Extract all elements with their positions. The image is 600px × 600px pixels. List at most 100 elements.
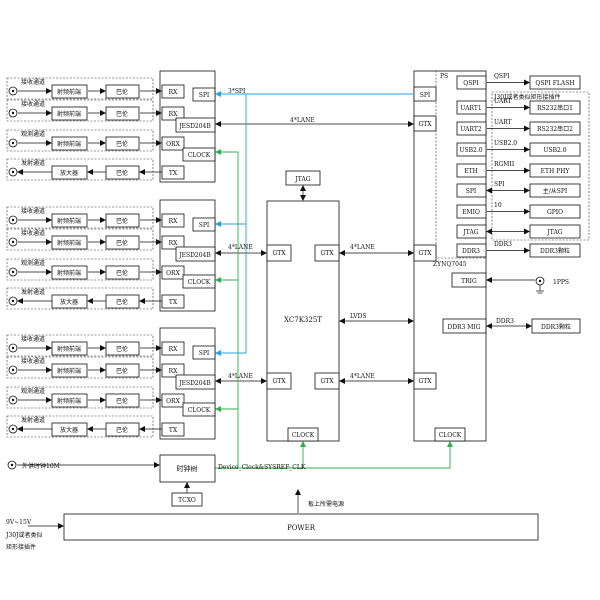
- lane-label-right-2: 4*LANE: [350, 373, 375, 380]
- port-orx: [161, 136, 185, 151]
- board-power-label: 板上所需电源: [308, 500, 344, 508]
- port-tx: [161, 294, 185, 309]
- channel-frame: [6, 158, 154, 181]
- channel-frame: [6, 129, 154, 152]
- rf-front-label: 射频前端: [57, 367, 81, 375]
- ps-device-label: RS232串口1: [537, 104, 573, 112]
- channel-title: 观测通道: [21, 259, 45, 267]
- rf-connector-icon: [8, 267, 18, 277]
- svg-text:GTX: GTX: [418, 121, 432, 128]
- svg-text:GTX: GTX: [272, 250, 286, 257]
- rf-connector-icon: [8, 296, 18, 306]
- balun-label: 巴伦: [116, 110, 128, 118]
- svg-text:CLOCK: CLOCK: [439, 432, 462, 439]
- svg-text:GTX: GTX: [320, 378, 334, 385]
- channel-title: 观测通道: [21, 130, 45, 138]
- ps-port: [456, 142, 487, 157]
- trig-block: TRIG 1PPS: [451, 272, 569, 294]
- balun-label: 巴伦: [116, 345, 128, 353]
- svg-text:GTX: GTX: [272, 378, 286, 385]
- channel-title: 接收通道: [21, 357, 45, 365]
- rf-connector-icon: [8, 365, 18, 375]
- ps-device: [529, 183, 581, 198]
- port-clock-label: CLOCK: [188, 279, 211, 286]
- rf-front-block: [51, 84, 88, 99]
- ps-device-label: RS232串口2: [537, 125, 573, 133]
- zynq-name: ZYNQ7045: [433, 261, 467, 268]
- port-rx-label: RX: [169, 218, 179, 225]
- k7-gtx-right-2: [314, 372, 340, 390]
- balun-block: [105, 213, 140, 228]
- ps-device: [529, 204, 581, 219]
- svg-text:DDR3颗粒: DDR3颗粒: [541, 323, 571, 331]
- rf-front-label: 射频前端: [57, 239, 81, 247]
- balun-label: 巴伦: [116, 426, 128, 434]
- ps-port-label: UART2: [460, 126, 482, 133]
- lane-label-right-1: 4*LANE: [350, 244, 375, 251]
- port-orx: [161, 393, 185, 408]
- ddr-mig-block: DDR3 MIG DDR3颗粒 DDR3: [442, 318, 581, 334]
- lane-label-top: 4*LANE: [290, 117, 315, 124]
- ps-port-label: SPI: [466, 188, 477, 195]
- spi-link-3: [215, 94, 247, 356]
- ps-device: [529, 243, 581, 258]
- port-spi-label: SPI: [199, 350, 210, 357]
- ps-device-label: QSPI FLASH: [535, 80, 574, 87]
- rf-front-block: [51, 363, 88, 378]
- ps-device: [529, 142, 581, 157]
- channel-frame: [6, 258, 154, 281]
- balun-label: 巴伦: [116, 169, 128, 177]
- lane-label-left-1: 4*LANE: [228, 244, 253, 251]
- k7-clock-port: [287, 427, 319, 442]
- ps-port: [456, 75, 487, 90]
- clock-tree: 时钟树 TCXO 外供时钟10M: [7, 454, 216, 507]
- ps-device-label: JTAG: [546, 229, 562, 236]
- port-spi-label: SPI: [199, 92, 210, 99]
- zynq-spi-port: [413, 86, 437, 102]
- rf-connector-icon: [8, 395, 18, 405]
- rf-front-block: [51, 106, 88, 121]
- power-input-voltage: 9V~15V: [6, 519, 32, 526]
- connection-lines: [17, 91, 535, 529]
- balun-block: [105, 136, 140, 151]
- port-orx-label: ORX: [166, 270, 180, 277]
- rf-front-block: [51, 136, 88, 151]
- port-spi: [192, 217, 216, 232]
- port-clock-label: CLOCK: [188, 407, 211, 414]
- balun-block: [105, 265, 140, 280]
- fpga-k7-name: XC7K325T: [284, 316, 322, 324]
- ps-port: [456, 121, 487, 136]
- port-orx-label: ORX: [166, 141, 180, 148]
- clock-to-zynq: [215, 441, 453, 469]
- ps-port-label: EMIO: [462, 209, 480, 216]
- rf-front-block: [51, 265, 88, 280]
- balun-label: 巴伦: [116, 239, 128, 247]
- port-spi: [192, 87, 216, 102]
- rf-connector-icon: [8, 343, 18, 353]
- channel-title: 接收通道: [21, 229, 45, 237]
- ps-device: [529, 121, 581, 136]
- port-spi-label: SPI: [199, 222, 210, 229]
- ps-device-label: GPIO: [547, 209, 563, 216]
- channel-frame: [6, 77, 154, 100]
- svg-text:DDR3 MIG: DDR3 MIG: [447, 324, 480, 331]
- rf-connector-icon: [8, 108, 18, 118]
- port-jesd-label: JESD204B: [178, 123, 211, 130]
- rf-connector-icon: [8, 167, 18, 177]
- channel-title: 接收通道: [21, 335, 45, 343]
- pps-label: 1PPS: [553, 279, 569, 286]
- svg-text:TCXO: TCXO: [178, 497, 196, 504]
- zynq-clock-port: [434, 427, 466, 442]
- ps-bus-label: SPI: [494, 181, 505, 188]
- tcxo-block: [171, 492, 203, 507]
- ps-port: [456, 100, 487, 115]
- ps-device-label: ETH PHY: [541, 168, 571, 175]
- rf-front-label: 射频前端: [57, 345, 81, 353]
- ps-bus-label: USB2.0: [494, 140, 517, 147]
